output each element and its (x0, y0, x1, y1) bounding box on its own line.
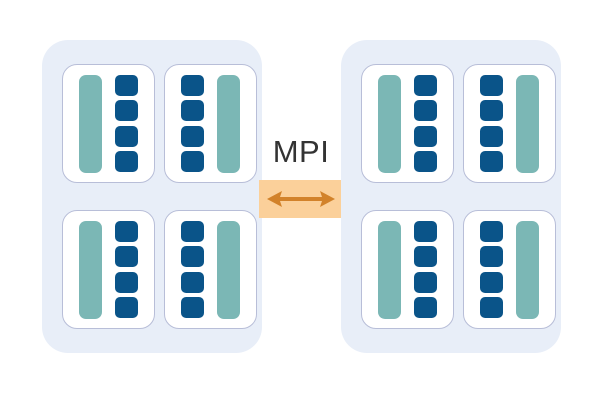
memory-bar (378, 74, 402, 173)
core-unit (181, 74, 205, 96)
core-unit (480, 246, 504, 268)
core-unit (181, 246, 205, 268)
double-headed-arrow-icon (267, 191, 335, 207)
node-panel-left (42, 40, 262, 353)
core-unit (181, 125, 205, 147)
memory-bar (79, 220, 103, 319)
core-unit (114, 220, 138, 242)
memory-bar (515, 220, 539, 319)
core-column (114, 74, 138, 173)
memory-bar (216, 220, 240, 319)
mpi-arrow-band (259, 180, 343, 218)
core-unit (114, 125, 138, 147)
core-column (181, 220, 205, 319)
core-unit (413, 74, 437, 96)
socket-card-left-0 (62, 64, 155, 183)
core-unit (480, 100, 504, 122)
mpi-label: MPI (272, 134, 330, 169)
socket-card-left-3 (164, 210, 257, 329)
core-unit (413, 297, 437, 319)
core-unit (413, 246, 437, 268)
core-unit (480, 297, 504, 319)
core-unit (181, 151, 205, 173)
core-unit (480, 271, 504, 293)
socket-card-right-3 (463, 210, 556, 329)
core-unit (114, 74, 138, 96)
core-unit (114, 271, 138, 293)
core-unit (181, 271, 205, 293)
socket-card-left-1 (164, 64, 257, 183)
core-unit (181, 297, 205, 319)
core-unit (114, 246, 138, 268)
socket-card-left-2 (62, 210, 155, 329)
core-unit (114, 297, 138, 319)
memory-bar (79, 74, 103, 173)
core-unit (480, 125, 504, 147)
memory-bar (515, 74, 539, 173)
core-unit (413, 220, 437, 242)
mpi-link: MPI (259, 132, 343, 218)
core-unit (413, 125, 437, 147)
core-column (480, 220, 504, 319)
socket-card-right-0 (361, 64, 454, 183)
core-column (480, 74, 504, 173)
core-unit (413, 151, 437, 173)
core-unit (114, 151, 138, 173)
memory-bar (216, 74, 240, 173)
core-column (114, 220, 138, 319)
node-panel-right (341, 40, 561, 353)
socket-card-right-1 (463, 64, 556, 183)
core-unit (413, 100, 437, 122)
core-column (413, 74, 437, 173)
core-unit (181, 100, 205, 122)
core-unit (413, 271, 437, 293)
core-unit (480, 74, 504, 96)
memory-bar (378, 220, 402, 319)
core-column (181, 74, 205, 173)
core-unit (114, 100, 138, 122)
socket-card-right-2 (361, 210, 454, 329)
core-unit (181, 220, 205, 242)
core-unit (480, 220, 504, 242)
core-unit (480, 151, 504, 173)
core-column (413, 220, 437, 319)
